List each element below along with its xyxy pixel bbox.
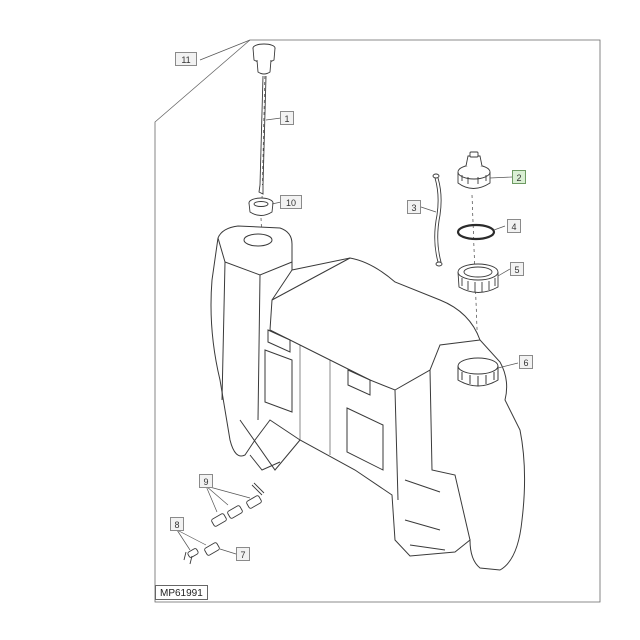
dipstick-part xyxy=(252,43,276,195)
leader-lines xyxy=(176,39,519,555)
tether-cord-part xyxy=(432,173,443,267)
callout-1[interactable]: 1 xyxy=(280,111,294,125)
callout-3[interactable]: 3 xyxy=(407,200,421,214)
fuel-cap-part xyxy=(457,151,491,189)
grommet-part xyxy=(248,197,274,216)
callout-9[interactable]: 9 xyxy=(199,474,213,488)
callout-5[interactable]: 5 xyxy=(510,262,524,276)
callout-7[interactable]: 7 xyxy=(236,547,250,561)
callout-8[interactable]: 8 xyxy=(170,517,184,531)
diagram-frame xyxy=(154,39,601,603)
o-ring-part xyxy=(456,223,496,241)
callout-10[interactable]: 10 xyxy=(280,195,302,209)
fuel-tank-part xyxy=(210,225,526,571)
diagram-reference-code: MP61991 xyxy=(155,585,208,600)
filler-neck-part xyxy=(457,263,499,293)
callout-6[interactable]: 6 xyxy=(519,355,533,369)
callout-4[interactable]: 4 xyxy=(507,219,521,233)
callout-2[interactable]: 2 xyxy=(512,170,526,184)
fittings-parts xyxy=(183,482,265,565)
callout-11[interactable]: 11 xyxy=(175,52,197,66)
